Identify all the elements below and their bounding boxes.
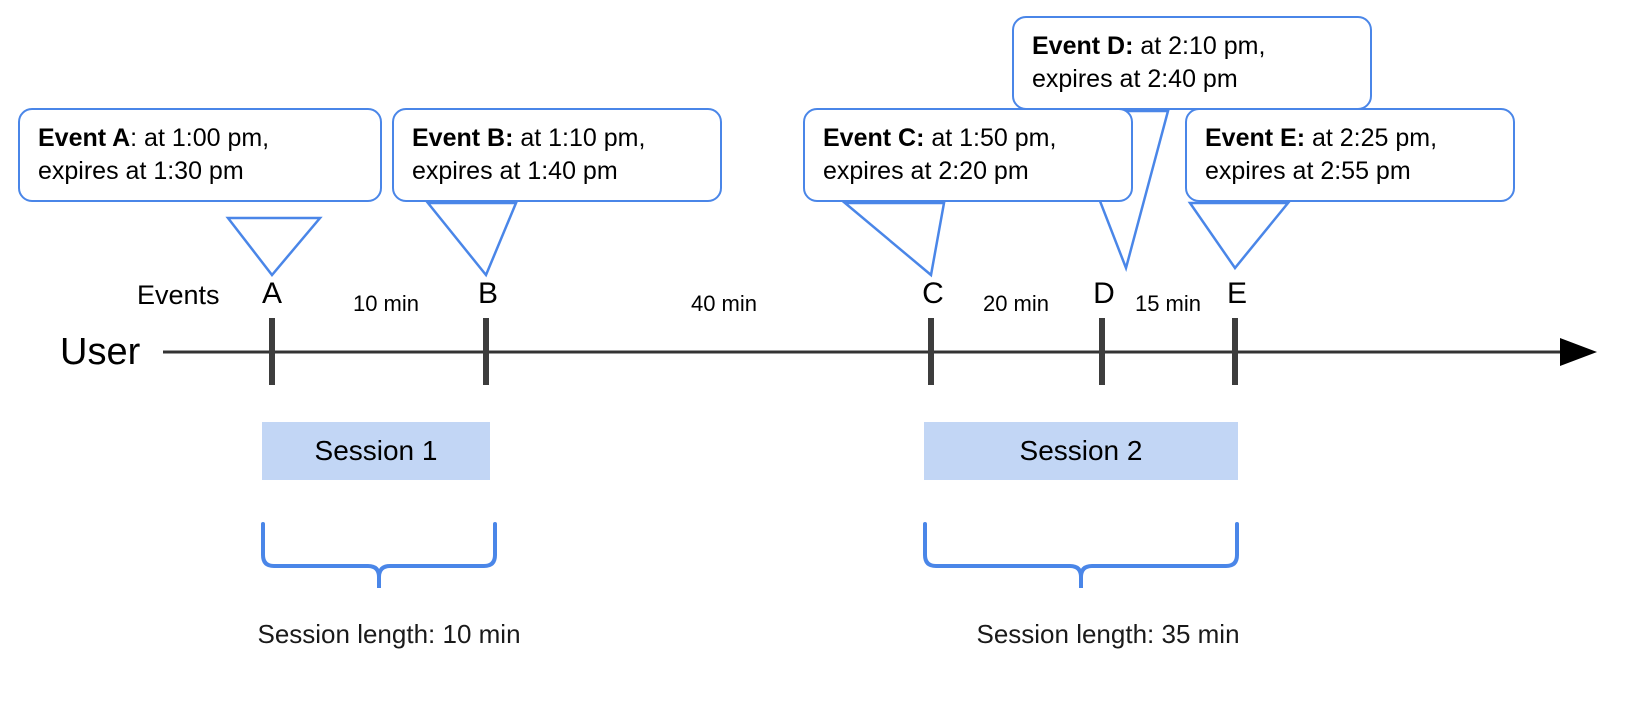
axis-label-events: Events: [137, 280, 220, 310]
callout-a-expiry: expires at 1:30 pm: [38, 157, 244, 185]
callout-event-e[interactable]: Event E: at 2:25 pm, expires at 2:55 pm: [1185, 108, 1515, 202]
event-tick-marks: [269, 318, 1238, 385]
callout-c-expiry: expires at 2:20 pm: [823, 157, 1029, 185]
callout-d-time: at 2:10 pm,: [1133, 32, 1266, 60]
timeline-axis: [163, 338, 1597, 366]
callout-tail-e: [1187, 201, 1291, 271]
callout-d-expiry: expires at 2:40 pm: [1032, 65, 1238, 93]
session-1-length-label: Session length: 10 min: [257, 619, 521, 649]
callout-tail-a: [225, 216, 323, 277]
axis-label-user: User: [60, 331, 141, 373]
gap-label-d-e: 15 min: [1134, 291, 1202, 316]
event-marker-c: C: [922, 277, 944, 310]
callout-event-b[interactable]: Event B: at 1:10 pm, expires at 1:40 pm: [392, 108, 722, 202]
gap-label-a-b: 10 min: [352, 291, 420, 316]
session-braces: [261, 522, 1239, 588]
session-block-2[interactable]: Session 2: [924, 422, 1238, 480]
callout-tail-b: [425, 201, 518, 278]
callout-e-time: at 2:25 pm,: [1305, 124, 1438, 152]
callout-tail-c: [841, 201, 946, 278]
gap-label-b-c: 40 min: [690, 291, 758, 316]
session-block-1[interactable]: Session 1: [262, 422, 490, 480]
brace-session-2: [923, 522, 1239, 588]
event-marker-b: B: [477, 277, 499, 310]
callout-b-title: Event B:: [412, 124, 514, 152]
callout-e-title: Event E:: [1205, 124, 1306, 152]
callout-event-c[interactable]: Event C: at 1:50 pm, expires at 2:20 pm: [803, 108, 1133, 202]
session-2-length-label: Session length: 35 min: [976, 619, 1240, 649]
callout-e-expiry: expires at 2:55 pm: [1205, 157, 1411, 185]
callout-c-title: Event C:: [823, 124, 925, 152]
callout-b-time: at 1:10 pm,: [513, 124, 646, 152]
callout-a-time: : at 1:00 pm,: [130, 124, 270, 152]
callout-d-title: Event D:: [1032, 32, 1134, 60]
callout-c-time: at 1:50 pm,: [924, 124, 1057, 152]
event-marker-a: A: [261, 277, 283, 310]
event-marker-e: E: [1226, 277, 1248, 310]
callout-a-title: Event A: [38, 124, 131, 152]
gap-label-c-d: 20 min: [982, 291, 1050, 316]
callout-event-a[interactable]: Event A: at 1:00 pm, expires at 1:30 pm: [18, 108, 382, 202]
brace-session-1: [261, 522, 497, 588]
event-marker-d: D: [1093, 277, 1115, 310]
callout-b-expiry: expires at 1:40 pm: [412, 157, 618, 185]
callout-event-d[interactable]: Event D: at 2:10 pm, expires at 2:40 pm: [1012, 16, 1372, 110]
